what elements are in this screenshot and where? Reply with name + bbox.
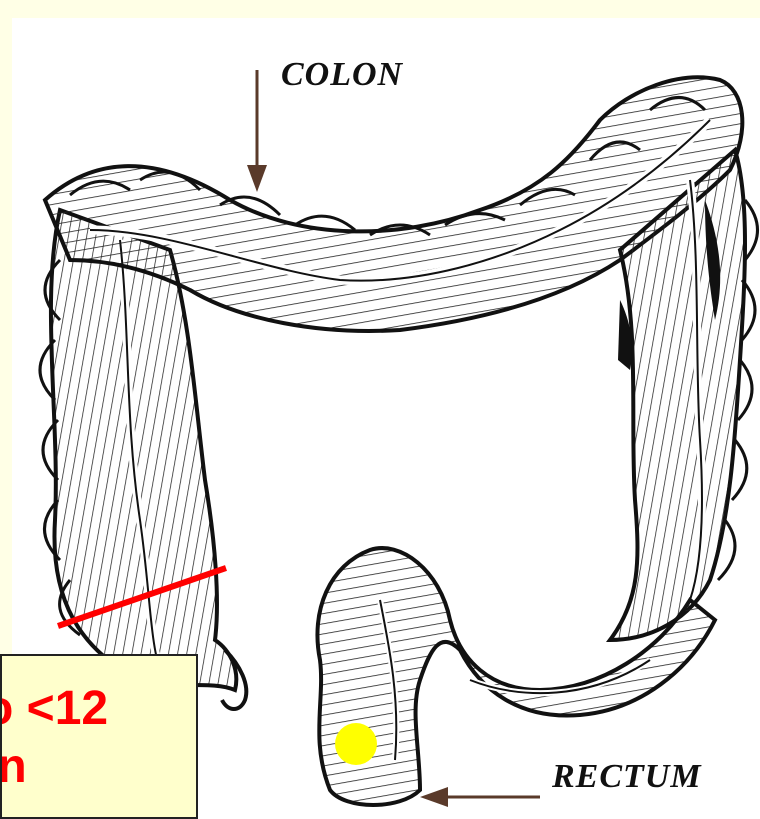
left-arrow-icon bbox=[420, 787, 448, 807]
lesion-marker bbox=[335, 723, 377, 765]
down-arrow-icon bbox=[247, 165, 267, 192]
rectum-label: RECTUM bbox=[552, 758, 702, 796]
callout-box: o <12 n bbox=[0, 654, 198, 819]
colon-label: COLON bbox=[281, 56, 403, 94]
callout-text: o <12 n bbox=[0, 680, 198, 796]
